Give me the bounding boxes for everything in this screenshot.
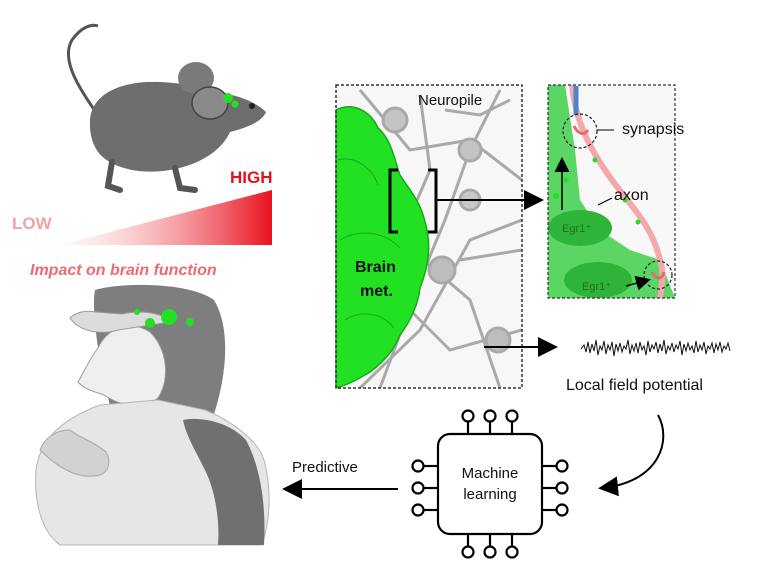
high-label: HIGH	[230, 168, 273, 187]
synapse-inset: Egr1⁺ Egr1⁺	[547, 84, 676, 299]
chip-icon	[411, 409, 569, 559]
low-label: LOW	[12, 214, 53, 233]
neuropile-title: Neuropile	[418, 92, 482, 109]
neuropile-panel: Neuropile Brain met.	[335, 84, 523, 389]
ml-label-line2: learning	[463, 486, 516, 503]
impact-caption: Impact on brain function	[30, 262, 217, 279]
signal-trace-icon	[580, 339, 731, 357]
tumor-mass	[335, 106, 430, 389]
lfp-label: Local field potential	[566, 377, 703, 394]
synapse-circle-top	[562, 113, 598, 149]
synapsis-label: synapsis	[622, 121, 684, 138]
human-headache-icon	[35, 284, 270, 546]
axon-label: axon	[614, 187, 649, 204]
cell-label-2: Egr1⁺	[582, 281, 611, 293]
impact-scale: LOW HIGH Impact on brain function	[12, 168, 273, 279]
tumor-label-line2: met.	[360, 283, 393, 300]
impact-gradient-wedge	[60, 190, 272, 245]
cell-label-1: Egr1⁺	[562, 223, 591, 235]
predictive-label: Predictive	[292, 459, 358, 476]
axon-pointer	[597, 197, 613, 206]
zoom-bracket-left	[388, 168, 398, 234]
lfp-to-ml-arrow	[598, 414, 665, 497]
chip-body	[436, 432, 544, 536]
tumor-label-line1: Brain	[355, 259, 396, 276]
synapse-circle-bottom	[643, 260, 673, 290]
mouse-icon	[66, 23, 266, 193]
ml-label-line1: Machine	[462, 465, 519, 482]
